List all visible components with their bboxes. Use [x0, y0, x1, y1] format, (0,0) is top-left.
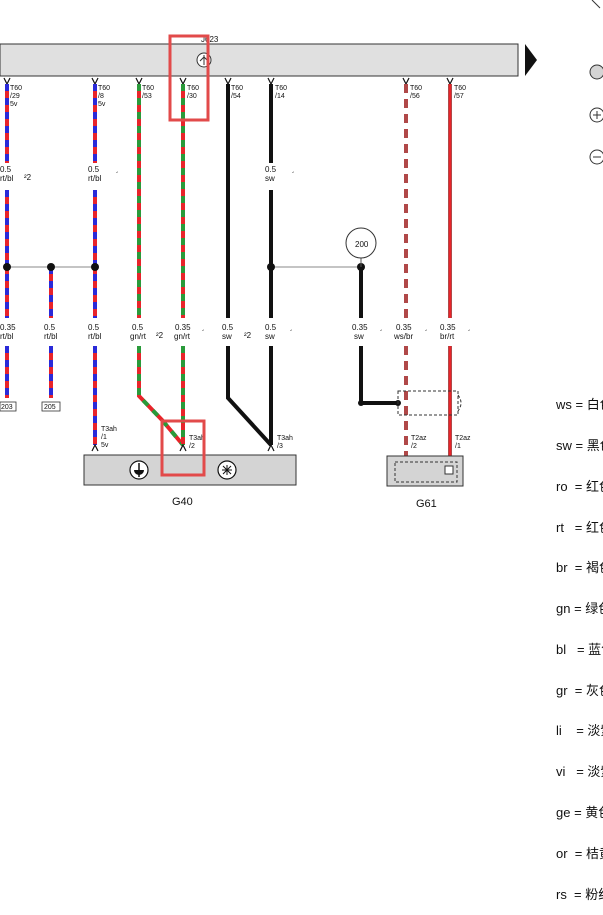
splice-node-4 [267, 263, 275, 271]
bus-label: J623 [201, 35, 219, 44]
component-g40-label: G40 [172, 496, 193, 508]
legend-sw: sw = 黑色 [556, 437, 603, 453]
legend-li: li = 淡紫色 [556, 723, 603, 739]
g61-element-icon [444, 465, 454, 475]
lower-suffix-l5: ´ [202, 329, 205, 338]
cable-shield [397, 390, 459, 416]
badge-203-label: 203 [1, 404, 13, 411]
wire-sw-1 [226, 84, 273, 447]
control-unit-bus [0, 43, 519, 77]
legend-ws: ws = 白色 [556, 397, 603, 413]
upper-suffix-u3: ´ [292, 171, 295, 180]
legend-rs: rs = 粉红色 [556, 886, 603, 902]
legend-br: br = 褐色 [556, 560, 603, 576]
splice-node-3 [91, 263, 99, 271]
upper-suffix-u2: ´ [116, 171, 119, 180]
badge-205-label: 205 [44, 404, 56, 411]
legend-gn: gn = 绿色 [556, 601, 603, 617]
splice-node-1 [3, 263, 11, 271]
pin-label-p4: T60/30 [187, 85, 199, 100]
color-legend: ws = 白色 sw = 黑色 ro = 红色 rt = 红色 br = 褐色 … [556, 371, 603, 915]
legend-ro: ro = 红色 [556, 478, 603, 494]
lower-suffix-l10: ´ [468, 329, 471, 338]
pin-label-b2: T3ah/2 [189, 435, 205, 450]
lower-suffix-l9: ´ [425, 329, 428, 338]
top-pin-arrows [3, 77, 454, 86]
pin-label-b4: T2az/2 [411, 435, 427, 450]
legend-or: or = 桔黄色 [556, 845, 603, 861]
legend-vi: vi = 淡紫色 [556, 764, 603, 780]
junction-label: 200 [355, 240, 369, 249]
junction-200 [345, 227, 377, 259]
legend-gr: gr = 灰色 [556, 682, 603, 698]
lower-suffix-l7: ´ [290, 329, 293, 338]
highlight-bottom-pin [160, 419, 206, 477]
side-symbol-1-icon [589, 64, 603, 80]
component-g61-label: G61 [416, 498, 437, 510]
legend-bl: bl = 蓝色 [556, 641, 603, 657]
wire-gn-rt-1 [137, 84, 185, 447]
pin-label-b3: T3ah/3 [277, 435, 293, 450]
pin-label-b5: T2az/1 [455, 435, 471, 450]
lower-suffix-l8: ´ [380, 329, 383, 338]
badge-203 [0, 401, 17, 412]
legend-rt: rt = 红色 [556, 519, 603, 535]
lower-suffix-l6: ²2 [244, 331, 252, 340]
upper-suffix-u1: ²2 [24, 173, 32, 182]
legend-ge: ge = 黄色 [556, 805, 603, 820]
pin-label-p7: T60/56 [410, 85, 422, 100]
highlight-top-pin [168, 34, 210, 122]
pin-label-p3: T60/53 [142, 85, 154, 100]
pin-label-p8: T60/57 [454, 85, 466, 100]
pin-label-p5: T60/54 [231, 85, 243, 100]
bus-continue-arrow-icon [525, 44, 537, 76]
lower-suffix-l4: ²2 [156, 331, 164, 340]
component-g40 [83, 454, 297, 486]
splice-node-2 [47, 263, 55, 271]
badge-205 [41, 401, 61, 412]
pin-label-p6: T60/14 [275, 85, 287, 100]
